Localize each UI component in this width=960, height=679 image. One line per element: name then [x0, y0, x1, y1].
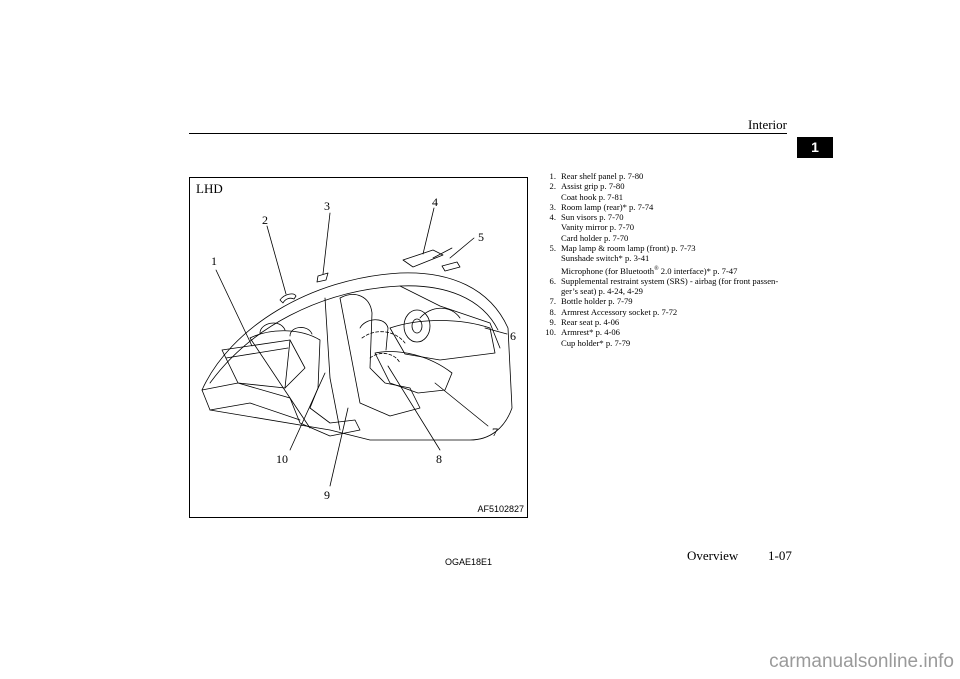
item-subtext: Card holder p. 7-70	[561, 232, 629, 243]
callout-1: 1	[211, 254, 217, 268]
item-text: Rear seat p. 4-06	[561, 317, 620, 328]
item-number: 10.	[545, 327, 556, 338]
item-number: 4.	[549, 212, 556, 223]
item-text: Assist grip p. 7-80	[561, 181, 625, 192]
item-text: Map lamp & room lamp (front) p. 7-73	[561, 243, 696, 254]
item-number: 2.	[549, 181, 556, 192]
legend-item: 5. Map lamp & room lamp (front) p. 7-73	[537, 243, 797, 253]
legend-item: 4. Sun visors p. 7-70	[537, 212, 797, 222]
callout-5: 5	[478, 230, 484, 244]
item-subtext: Coat hook p. 7-81	[561, 191, 624, 202]
item-number: 8.	[549, 306, 556, 317]
legend-item: 7. Bottle holder p. 7-79	[537, 296, 797, 306]
legend-item: 6. Supplemental restraint system (SRS) - …	[537, 276, 797, 286]
callout-6: 6	[510, 329, 516, 343]
item-number: 6.	[549, 275, 556, 286]
item-text: Rear shelf panel p. 7-80	[561, 171, 644, 181]
item-number: 3.	[549, 201, 556, 212]
callout-2: 2	[262, 213, 268, 227]
section-title: Interior	[748, 117, 787, 132]
subtext-part: 2.0 interface)* p. 7-47	[658, 265, 738, 276]
legend-item: 8. Armrest Accessory socket p. 7-72	[537, 307, 797, 317]
item-number: 5.	[549, 243, 556, 254]
item-number: 7.	[549, 296, 556, 307]
item-subtext: Cup holder* p. 7-79	[561, 337, 631, 348]
item-text: Armrest* p. 4-06	[561, 327, 620, 338]
item-number: 1.	[549, 171, 556, 181]
figure-label: LHD	[196, 181, 223, 196]
subtext-part: Microphone (for Bluetooth	[561, 265, 655, 276]
item-text: Room lamp (rear)* p. 7-74	[561, 201, 654, 212]
legend-item: 1. Rear shelf panel p. 7-80	[537, 171, 797, 181]
legend-item: 9. Rear seat p. 4-06	[537, 317, 797, 327]
callout-8: 8	[436, 452, 442, 466]
item-subtext: Vanity mirror p. 7-70	[561, 222, 635, 233]
item-text: Armrest Accessory socket p. 7-72	[561, 306, 678, 317]
footer-chapter: Overview	[687, 548, 739, 563]
callout-10: 10	[276, 452, 288, 466]
item-subtext: Microphone (for Bluetooth® 2.0 interface…	[537, 264, 797, 276]
item-text: Bottle holder p. 7-79	[561, 296, 633, 307]
item-subtext: ger’s seat) p. 4-24, 4-29	[561, 286, 643, 297]
callout-3: 3	[324, 199, 330, 213]
legend-item: 3. Room lamp (rear)* p. 7-74	[537, 202, 797, 212]
legend-item: 10. Armrest* p. 4-06	[537, 327, 797, 337]
callout-7: 7	[492, 425, 498, 439]
watermark: carmanualsonline.info	[769, 651, 954, 672]
chapter-tab: 1	[797, 137, 833, 158]
legend-item: 2. Assist grip p. 7-80	[537, 181, 797, 191]
figure-code: AF5102827	[477, 504, 524, 514]
callout-4: 4	[432, 195, 438, 209]
interior-figure: LHD 1 2 3 4 5 6 7 8 9 10 AF5102827	[189, 177, 528, 518]
item-text: Sun visors p. 7-70	[561, 212, 624, 223]
document-code: OGAE18E1	[445, 557, 493, 567]
header-rule	[189, 133, 787, 134]
item-text: Supplemental restraint system (SRS) - ai…	[561, 275, 779, 286]
legend-list: 1. Rear shelf panel p. 7-80 2. Assist grip…	[537, 171, 797, 348]
callout-9: 9	[324, 488, 330, 502]
item-subtext: Sunshade switch* p. 3-41	[561, 253, 650, 264]
interior-illustration	[201, 207, 513, 487]
registered-mark: ®	[654, 265, 659, 272]
page-number: 1-07	[768, 548, 792, 563]
item-number: 9.	[549, 317, 556, 328]
